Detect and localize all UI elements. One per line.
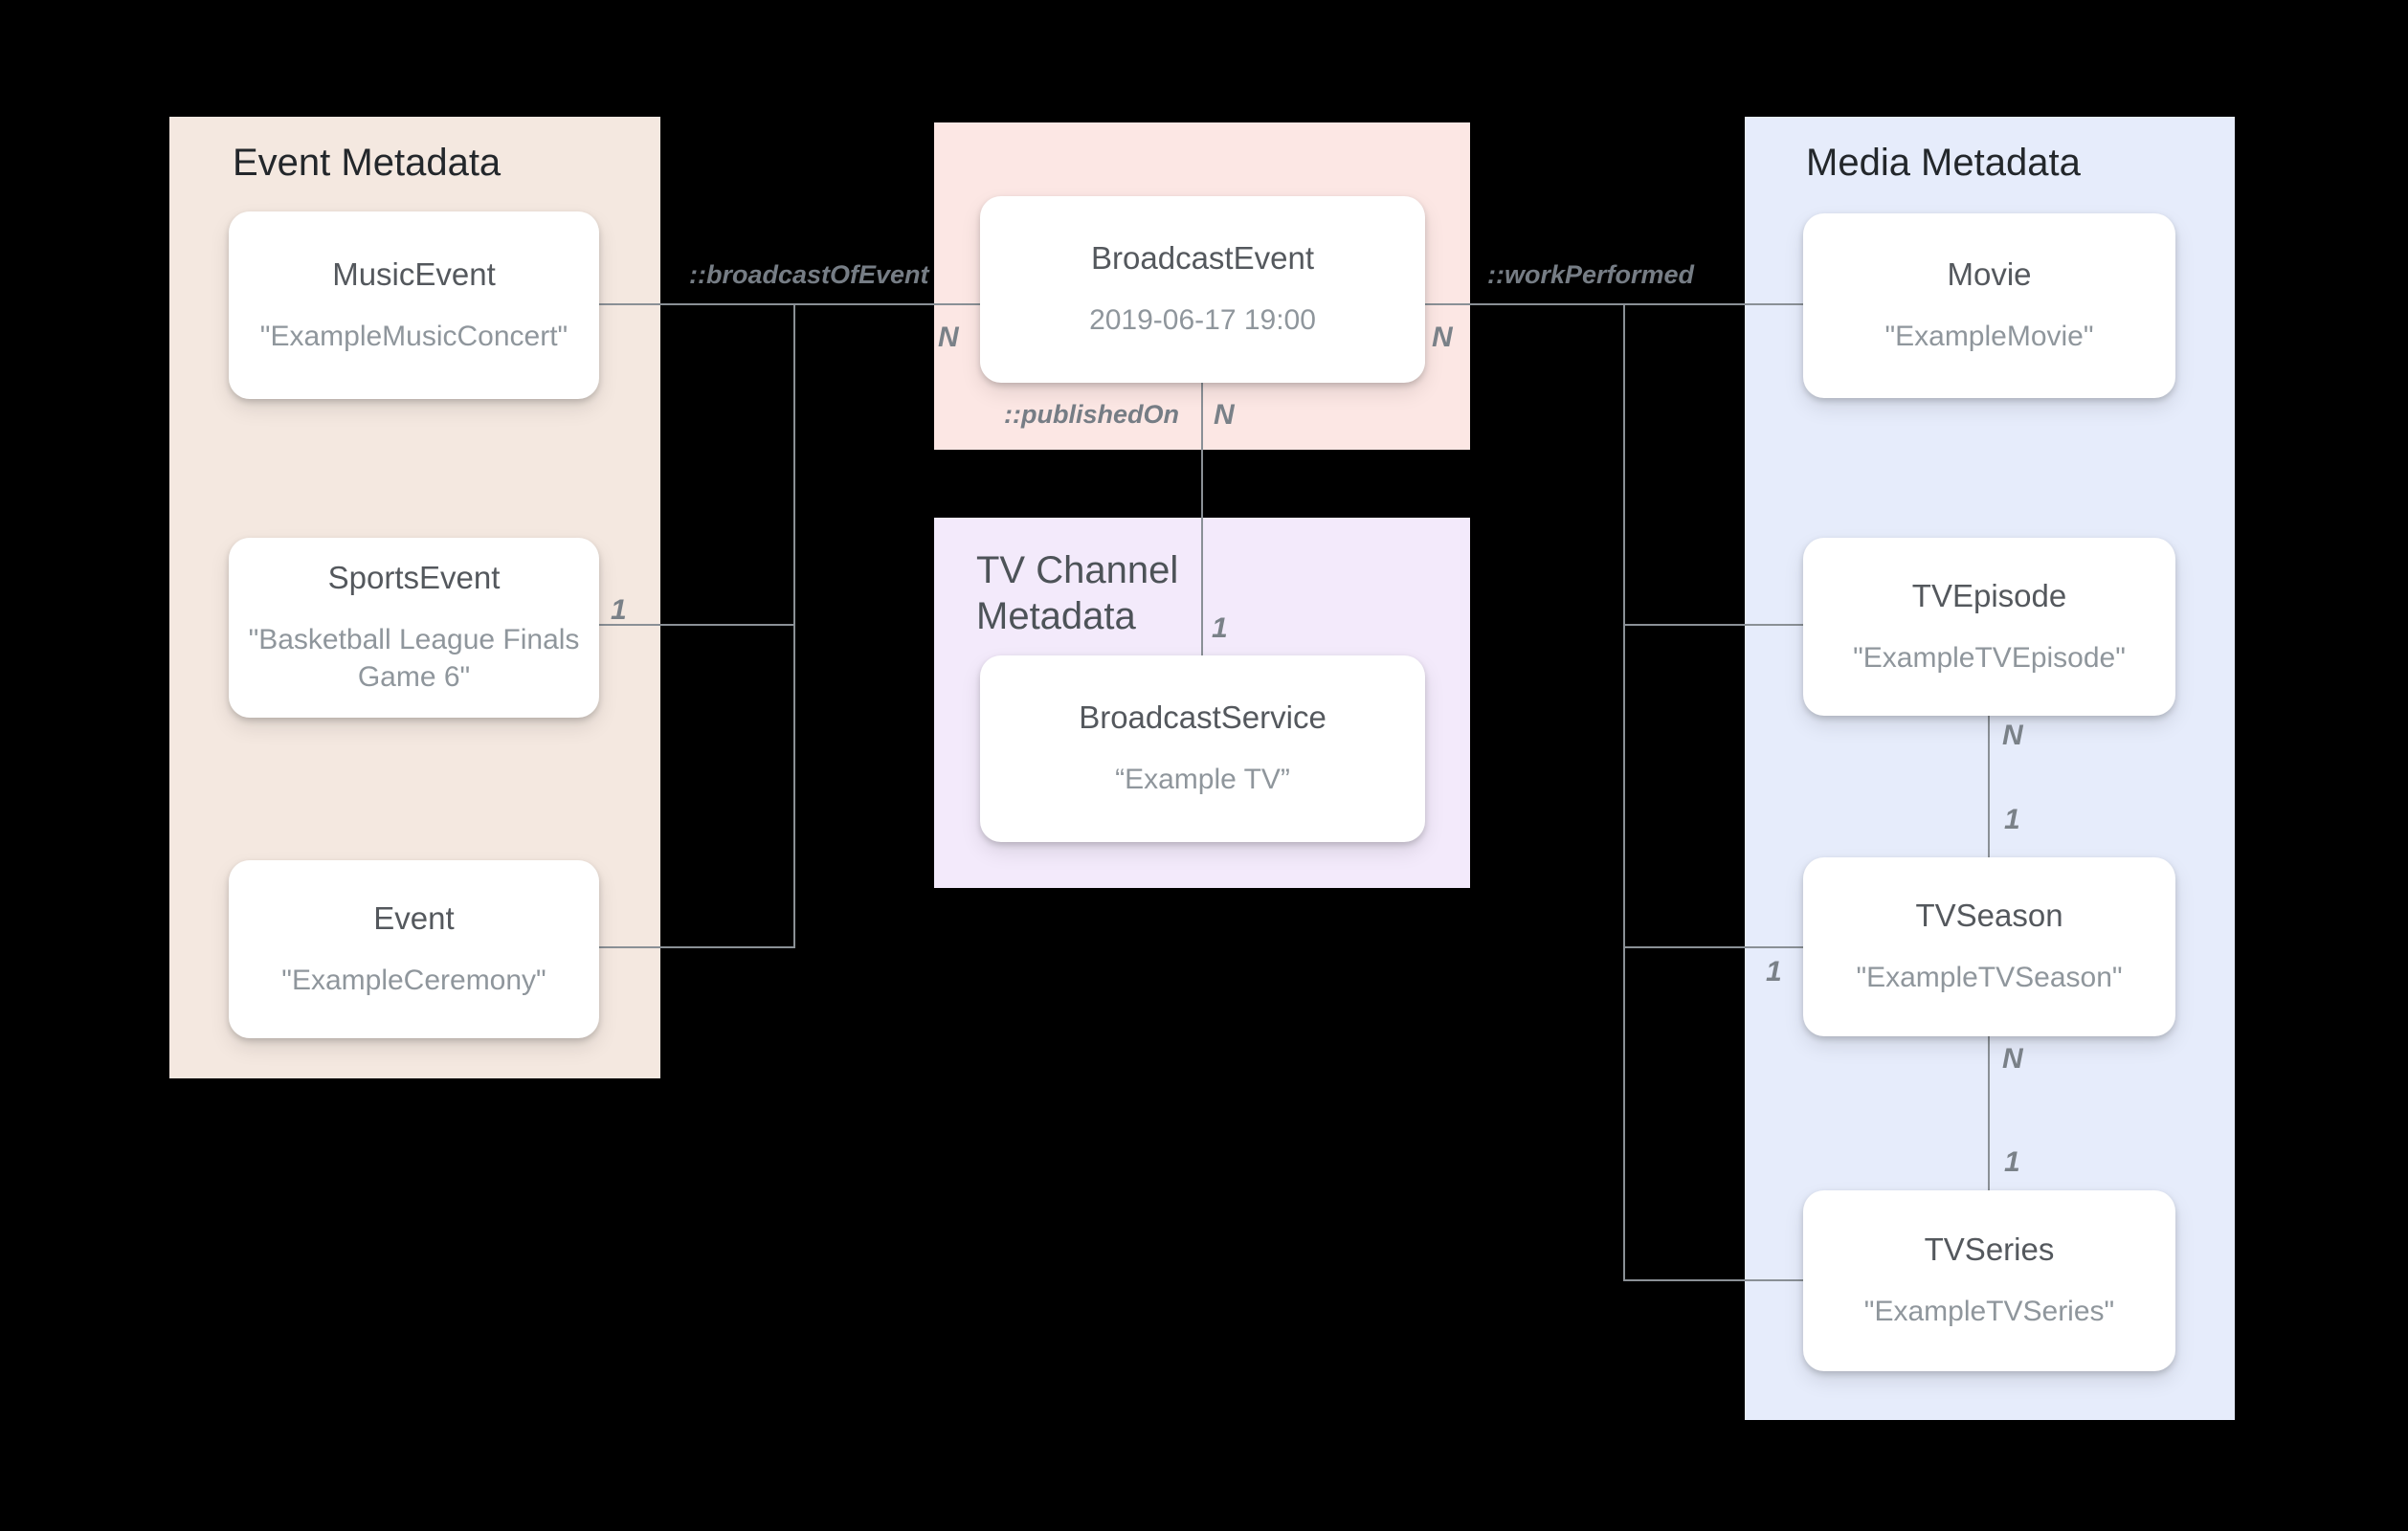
edge-tvseries-line xyxy=(1625,1279,1803,1281)
card-title: TVSeries xyxy=(1924,1231,2055,1267)
card-subtitle: "ExampleMusicConcert" xyxy=(259,320,569,352)
card-title: TVSeason xyxy=(1915,898,2063,933)
tv-channel-metadata-title: TV Channel Metadata xyxy=(976,549,1179,637)
card-title: MusicEvent xyxy=(332,255,496,292)
card-title: BroadcastEvent xyxy=(1091,240,1314,276)
cardinality-n-episode-season: N xyxy=(2002,720,2023,751)
media-metadata-title: Media Metadata xyxy=(1806,142,2081,184)
card-subtitle: "ExampleMovie" xyxy=(1884,321,2094,352)
edge-label-published-on: ::publishedOn xyxy=(1004,400,1179,429)
card-broadcast-service: BroadcastService “Example TV” xyxy=(980,655,1425,842)
card-subtitle: "ExampleTVSeries" xyxy=(1863,1296,2115,1327)
cardinality-1-tvseason: 1 xyxy=(1766,956,1782,987)
edge-season-series-line xyxy=(1988,1036,1990,1190)
edge-broadcastevent-movie-line xyxy=(1425,303,1803,305)
card-music-event: MusicEvent "ExampleMusicConcert" xyxy=(229,211,599,399)
cardinality-1-episode-season: 1 xyxy=(2004,804,2020,835)
card-subtitle: "ExampleTVEpisode" xyxy=(1853,641,2126,674)
cardinality-1-sportsevent: 1 xyxy=(611,594,627,626)
card-title: BroadcastService xyxy=(1079,699,1327,735)
card-title: Movie xyxy=(1947,256,2032,292)
cardinality-n-publishedon: N xyxy=(1214,399,1235,431)
card-broadcast-event: BroadcastEvent 2019-06-17 19:00 xyxy=(980,196,1425,383)
edge-tvseason-line xyxy=(1625,946,1803,948)
edge-musicevent-broadcastevent-line xyxy=(599,303,980,305)
edge-sportsevent-line xyxy=(599,624,795,626)
card-tv-season: TVSeason "ExampleTVSeason" xyxy=(1803,857,2175,1036)
card-tv-episode: TVEpisode "ExampleTVEpisode" xyxy=(1803,538,2175,716)
edge-label-broadcast-of-event: ::broadcastOfEvent xyxy=(689,260,929,289)
card-subtitle: "Basketball League Finals Game 6" xyxy=(248,624,580,693)
edge-publishedon-line xyxy=(1201,383,1203,655)
cardinality-n-broadcastofevent: N xyxy=(938,322,959,353)
event-metadata-title: Event Metadata xyxy=(233,142,502,184)
card-subtitle: "ExampleTVSeason" xyxy=(1856,962,2123,993)
card-event: Event "ExampleCeremony" xyxy=(229,860,599,1038)
card-subtitle: "ExampleCeremony" xyxy=(281,964,546,996)
card-sports-event: SportsEvent "Basketball League Finals Ga… xyxy=(229,538,599,718)
edge-events-branch-line xyxy=(793,303,795,948)
edge-event-line xyxy=(599,946,795,948)
card-movie: Movie "ExampleMovie" xyxy=(1803,213,2175,398)
card-title: SportsEvent xyxy=(327,560,501,595)
card-tv-series: TVSeries "ExampleTVSeries" xyxy=(1803,1190,2175,1371)
cardinality-n-season-series: N xyxy=(2002,1043,2023,1075)
cardinality-n-workperformed: N xyxy=(1432,322,1453,353)
edge-episode-season-line xyxy=(1988,716,1990,857)
edge-tvepisode-line xyxy=(1625,624,1803,626)
edge-media-branch-line xyxy=(1623,303,1625,1281)
card-subtitle: “Example TV” xyxy=(1115,764,1290,795)
card-title: TVEpisode xyxy=(1911,577,2067,613)
cardinality-1-season-series: 1 xyxy=(2004,1146,2020,1178)
card-subtitle: 2019-06-17 19:00 xyxy=(1089,304,1316,336)
edge-label-work-performed: ::workPerformed xyxy=(1487,260,1695,289)
cardinality-1-broadcastservice: 1 xyxy=(1212,612,1228,644)
card-title: Event xyxy=(373,899,455,936)
